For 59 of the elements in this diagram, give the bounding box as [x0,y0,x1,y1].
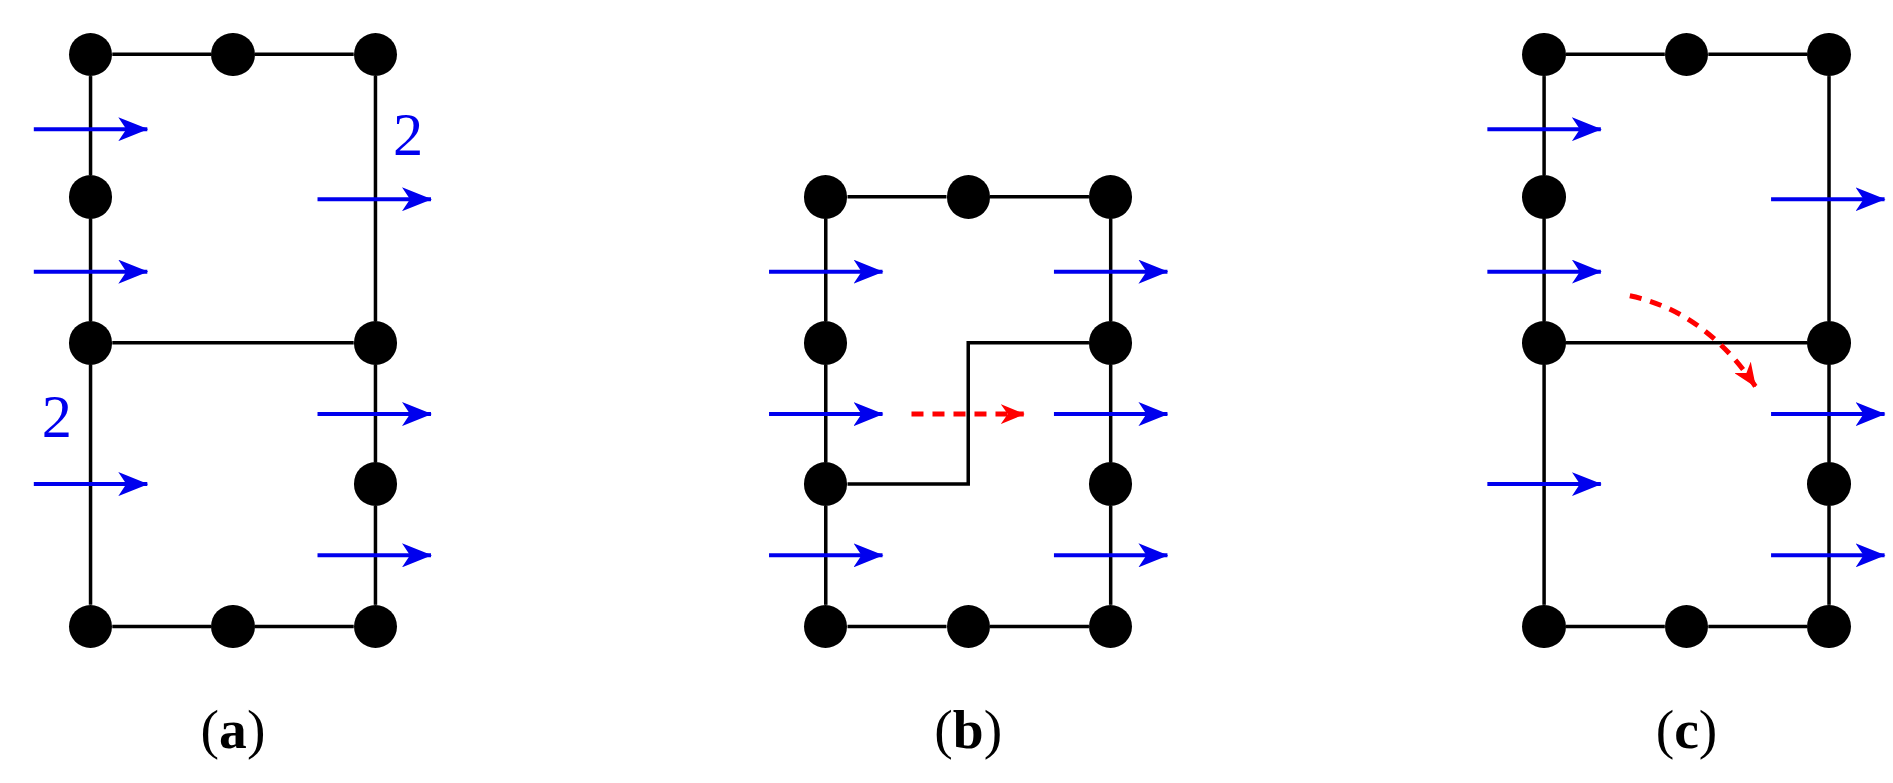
graph-edge [1565,52,1665,57]
graph-edge [1827,76,1831,322]
vertex-dot [1088,321,1133,365]
capacity-label: 2 [392,105,424,166]
vertex-dot [1807,32,1851,77]
graph-edge [824,364,828,463]
graph-edge [1542,364,1546,605]
graph-edge [1565,341,1808,345]
graph-edge [112,341,354,345]
vertex-dot [1522,32,1566,77]
graph-edge [112,52,212,57]
graph-edge [1827,364,1831,463]
vertex-dot [946,175,990,219]
graph-edge [112,624,212,629]
graph-edge [88,364,93,605]
graph-edge [847,195,947,199]
vertex-dot [353,462,398,506]
vertex-dot [68,321,113,365]
graph-edge [373,76,378,322]
graph-edge [1708,52,1808,57]
graph-edge [88,218,93,322]
graph-edge [1708,624,1808,629]
vertex-dot [353,321,398,365]
graph-edge [1108,505,1113,605]
graph-edge [824,218,828,322]
vertex-dot [1088,175,1133,219]
graph-edge [254,52,354,57]
graph-edge [254,624,354,629]
vertex-dot [1522,175,1566,219]
graph-edge [847,341,1089,486]
graph-edge [824,505,828,605]
graph-edge [847,624,947,629]
vertex-dot [1807,604,1851,649]
graph-edge [989,624,1089,629]
vertex-dot [211,604,255,649]
graph-edge [989,195,1089,199]
graph-edge [373,364,378,463]
panel-label: (c) [1655,702,1718,759]
graph-edge [1108,218,1113,322]
graph-edge [1565,624,1665,629]
vertex-dot [804,321,848,365]
graph-edge [88,76,93,176]
vertex-dot [1807,462,1851,506]
vertex-dot [68,175,113,219]
vertex-dot [1522,321,1566,365]
vertex-dot [1522,604,1566,649]
vertex-dot [211,32,255,77]
graph-edge [1542,76,1546,176]
graph-edge [1827,505,1831,605]
graph-edge [1542,218,1546,322]
vertex-dot [1088,462,1133,506]
panel-label: (a) [200,702,266,759]
vertex-dot [1807,321,1851,365]
graph-edge [1108,364,1113,463]
graph-edge [373,505,378,605]
capacity-label: 2 [41,386,72,447]
vertex-dot [804,175,848,219]
panel-label: (b) [934,702,1003,759]
vertex-dot [804,462,848,506]
